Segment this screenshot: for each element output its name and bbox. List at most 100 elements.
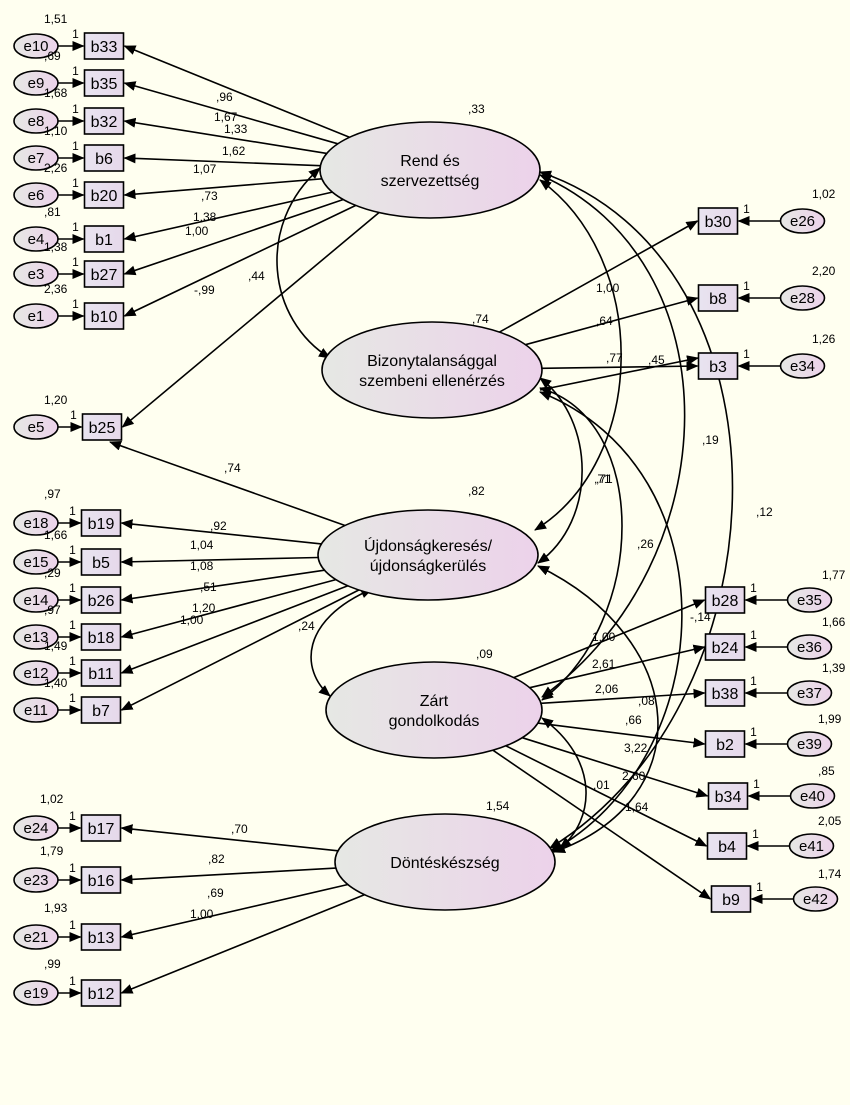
fixed-weight-e11: 1 bbox=[69, 691, 76, 705]
fixed-weight-e26: 1 bbox=[743, 202, 750, 216]
fixed-weight-e15: 1 bbox=[69, 543, 76, 557]
error-ellipse-e36 bbox=[786, 634, 833, 660]
covariance-label-L3-L4: ,24 bbox=[298, 619, 315, 633]
latent-label-L2-line1: Bizonytalansággal bbox=[367, 353, 497, 370]
loading-path-b33 bbox=[123, 45, 350, 139]
indicator-label-b11: b11 bbox=[88, 666, 114, 683]
loading-label-b1: ,73 bbox=[201, 189, 218, 203]
error-variance-e5: 1,20 bbox=[44, 393, 68, 407]
indicator-box-b6 bbox=[83, 144, 125, 172]
loading-label-b4: 2,60 bbox=[622, 769, 646, 783]
error-label-e39: e39 bbox=[797, 736, 822, 753]
latent-variance-L4: ,09 bbox=[476, 647, 493, 661]
fixed-weight-e21: 1 bbox=[69, 918, 76, 932]
error-variance-e41: 2,05 bbox=[818, 814, 842, 828]
error-ellipse-e40 bbox=[789, 783, 836, 809]
indicator-box-b27 bbox=[83, 260, 125, 288]
error-ellipse-e15 bbox=[13, 549, 59, 575]
latent-variance-L1: ,33 bbox=[468, 102, 485, 116]
fixed-weight-e9: 1 bbox=[72, 64, 79, 78]
error-label-e15: e15 bbox=[23, 554, 48, 571]
error-label-e9: e9 bbox=[28, 75, 45, 92]
error-ellipse-e7 bbox=[13, 145, 59, 171]
loading-path-b4 bbox=[505, 745, 708, 847]
loading-label-b2: ,66 bbox=[625, 713, 642, 727]
error-variance-e14: ,29 bbox=[44, 566, 61, 580]
error-ellipse-e23 bbox=[13, 867, 59, 893]
fixed-weight-e42: 1 bbox=[756, 880, 763, 894]
loading-label-b35: 1,67 bbox=[214, 110, 238, 124]
paths-layer bbox=[58, 41, 794, 998]
loading-label-b30: 1,00 bbox=[596, 281, 620, 295]
loading-label-b38: 2,06 bbox=[595, 682, 619, 696]
fixed-weight-e41: 1 bbox=[752, 827, 759, 841]
loading-label-b33: ,96 bbox=[216, 90, 233, 104]
error-variance-e42: 1,74 bbox=[818, 867, 842, 881]
loading-path-b35 bbox=[123, 81, 339, 145]
error-variance-e40: ,85 bbox=[818, 764, 835, 778]
loading-label-b18: ,51 bbox=[200, 580, 217, 594]
loading-path-b20 bbox=[123, 178, 322, 200]
fixed-weight-e4: 1 bbox=[72, 220, 79, 234]
error-label-e28: e28 bbox=[790, 290, 815, 307]
loading-label-b25: -,99 bbox=[194, 283, 215, 297]
indicator-box-b3 bbox=[697, 352, 739, 380]
latent-label-L1-line2: szervezettség bbox=[381, 173, 480, 190]
error-label-e7: e7 bbox=[28, 150, 45, 167]
error-label-e4: e4 bbox=[28, 231, 45, 248]
loading-path-b18 bbox=[120, 578, 337, 639]
indicator-box-b24 bbox=[704, 633, 746, 661]
error-ellipse-e8 bbox=[13, 108, 59, 134]
fixed-weight-e39: 1 bbox=[750, 725, 757, 739]
indicator-box-b35 bbox=[83, 69, 125, 97]
error-variance-e35: 1,77 bbox=[822, 568, 846, 582]
indicator-box-b25 bbox=[81, 413, 123, 441]
indicator-label-b28: b28 bbox=[712, 593, 739, 610]
loading-path-b19 bbox=[120, 519, 322, 545]
indicator-label-b24: b24 bbox=[712, 640, 739, 657]
error-ellipse-e35 bbox=[786, 587, 833, 613]
error-label-e19: e19 bbox=[23, 985, 48, 1002]
indicator-box-b30 bbox=[697, 207, 739, 235]
loading-path-b26 bbox=[120, 569, 325, 604]
latent-label-L4-line2: gondolkodás bbox=[389, 713, 480, 730]
covariance-label-L2-L3: ,71 bbox=[596, 472, 613, 486]
covariance-label-L2-L5: -,14 bbox=[690, 610, 711, 624]
indicator-box-b32 bbox=[83, 107, 125, 135]
error-label-e13: e13 bbox=[23, 629, 48, 646]
indicator-label-b38: b38 bbox=[712, 686, 739, 703]
error-ellipse-e9 bbox=[13, 70, 59, 96]
latent-ellipse-L3 bbox=[317, 509, 539, 601]
error-label-e1: e1 bbox=[28, 308, 45, 325]
error-ellipse-e42 bbox=[792, 886, 839, 912]
error-label-e3: e3 bbox=[28, 266, 45, 283]
covariance-path-L2-L4 bbox=[539, 386, 623, 701]
fixed-weight-e36: 1 bbox=[750, 628, 757, 642]
error-ellipse-e13 bbox=[13, 624, 59, 650]
indicator-label-b32: b32 bbox=[91, 114, 118, 131]
fixed-weight-e19: 1 bbox=[69, 974, 76, 988]
error-ellipse-e24 bbox=[13, 815, 59, 841]
error-label-e18: e18 bbox=[23, 515, 48, 532]
error-label-e41: e41 bbox=[799, 838, 824, 855]
error-variance-e7: 1,10 bbox=[44, 124, 68, 138]
loading-label-b28: 1,00 bbox=[592, 630, 616, 644]
error-ellipse-e26 bbox=[779, 208, 826, 234]
error-variance-e3: 1,38 bbox=[44, 240, 68, 254]
error-variance-e19: ,99 bbox=[44, 957, 61, 971]
indicator-label-b7: b7 bbox=[92, 703, 110, 720]
loading-path-b17 bbox=[120, 824, 339, 852]
loading-label-b5: 1,04 bbox=[190, 538, 214, 552]
error-ellipse-e10 bbox=[13, 33, 59, 59]
covariance-label-L2-b3: ,45 bbox=[648, 353, 665, 367]
loading-path-b6 bbox=[123, 153, 321, 167]
fixed-weight-e5: 1 bbox=[70, 408, 77, 422]
indicator-label-b19: b19 bbox=[88, 516, 115, 533]
error-label-e11: e11 bbox=[24, 702, 48, 719]
indicator-box-b10 bbox=[83, 302, 125, 330]
loading-label-b16: ,82 bbox=[208, 852, 225, 866]
error-ellipse-e14 bbox=[13, 587, 59, 613]
error-ellipse-e21 bbox=[13, 924, 59, 950]
error-label-e8: e8 bbox=[28, 113, 45, 130]
